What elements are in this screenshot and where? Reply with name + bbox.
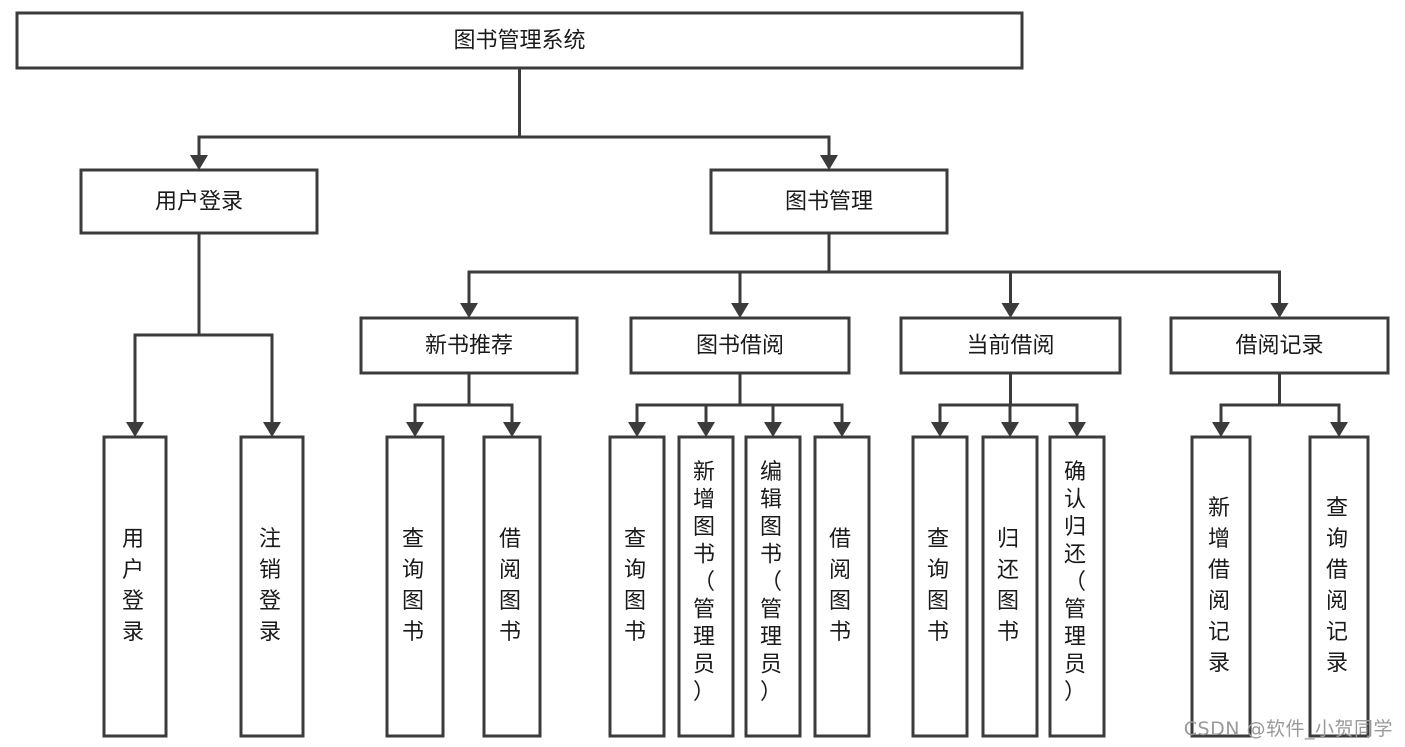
node-label-new-book-recommend: 新书推荐 bbox=[425, 334, 513, 359]
node-box-user-login-logout bbox=[239, 435, 305, 738]
user-login-to-user-login-logout-arrowhead bbox=[263, 422, 281, 437]
node-box-current-query-book bbox=[911, 435, 969, 738]
node-book-management[interactable]: 图书管理 bbox=[709, 168, 949, 235]
node-current-borrow[interactable]: 当前借阅 bbox=[899, 316, 1122, 375]
node-borrow-add-book[interactable]: 新增图书（管理员） bbox=[677, 435, 735, 738]
csdn-watermark: CSDN @软件_小贺同学 bbox=[1183, 718, 1393, 740]
node-new-book-recommend[interactable]: 新书推荐 bbox=[359, 316, 579, 375]
user-login-to-user-login-login-arrowhead bbox=[126, 422, 144, 437]
node-borrow-borrow-book[interactable]: 借阅图书 bbox=[813, 435, 871, 738]
node-label-records-query-record: 查询借阅记录 bbox=[1326, 496, 1352, 676]
node-label-recommend-query-book: 查询图书 bbox=[402, 527, 428, 645]
node-label-borrow-borrow-book: 借阅图书 bbox=[829, 527, 855, 645]
node-box-recommend-borrow-book bbox=[482, 435, 542, 738]
node-box-new-book-recommend bbox=[359, 316, 579, 375]
node-box-current-return-book bbox=[981, 435, 1039, 738]
node-root[interactable]: 图书管理系统 bbox=[15, 11, 1024, 70]
node-box-borrow-records bbox=[1169, 316, 1390, 375]
node-label-user-login: 用户登录 bbox=[155, 190, 243, 215]
node-records-add-record[interactable]: 新增借阅记录 bbox=[1190, 435, 1252, 738]
book-borrow-to-borrow-query-book-arrowhead bbox=[628, 422, 646, 437]
book-borrow-to-borrow-add-book-arrowhead bbox=[697, 422, 715, 437]
node-label-recommend-borrow-book: 借阅图书 bbox=[499, 527, 525, 645]
node-label-user-login-login: 用户登录 bbox=[122, 527, 148, 645]
node-label-borrow-add-book: 新增图书（管理员） bbox=[693, 460, 719, 705]
borrow-records-to-records-add-record-arrowhead bbox=[1212, 422, 1230, 437]
node-borrow-query-book[interactable]: 查询图书 bbox=[608, 435, 666, 738]
node-label-borrow-edit-book: 编辑图书（管理员） bbox=[760, 460, 786, 705]
current-borrow-to-current-return-book-arrowhead bbox=[1001, 422, 1019, 437]
node-box-book-borrow bbox=[629, 316, 851, 375]
book-borrow-to-borrow-edit-book-arrowhead bbox=[764, 422, 782, 437]
node-records-query-record[interactable]: 查询借阅记录 bbox=[1308, 435, 1370, 738]
node-box-recommend-query-book bbox=[385, 435, 445, 738]
node-label-current-borrow: 当前借阅 bbox=[966, 334, 1054, 359]
node-layer: 图书管理系统用户登录用户登录注销登录图书管理新书推荐查询图书借阅图书图书借阅查询… bbox=[15, 11, 1390, 738]
node-box-borrow-add-book bbox=[677, 435, 735, 738]
node-box-root bbox=[15, 11, 1024, 70]
node-label-borrow-records: 借阅记录 bbox=[1235, 334, 1323, 359]
node-label-book-management: 图书管理 bbox=[785, 190, 873, 215]
node-recommend-borrow-book[interactable]: 借阅图书 bbox=[482, 435, 542, 738]
node-box-records-query-record bbox=[1308, 435, 1370, 738]
node-box-user-login-login bbox=[102, 435, 168, 738]
node-current-query-book[interactable]: 查询图书 bbox=[911, 435, 969, 738]
root-to-user-login-arrowhead bbox=[190, 155, 208, 170]
borrow-records-to-records-query-record-arrowhead bbox=[1330, 422, 1348, 437]
node-label-user-login-logout: 注销登录 bbox=[259, 527, 285, 645]
new-book-recommend-to-recommend-borrow-book-arrowhead bbox=[503, 422, 521, 437]
node-label-current-confirm-return: 确认归还（管理员） bbox=[1064, 460, 1090, 705]
book-borrow-to-borrow-borrow-book-arrowhead bbox=[833, 422, 851, 437]
node-label-records-add-record: 新增借阅记录 bbox=[1208, 496, 1234, 676]
node-box-current-borrow bbox=[899, 316, 1122, 375]
node-book-borrow[interactable]: 图书借阅 bbox=[629, 316, 851, 375]
root-to-book-management-arrowhead bbox=[820, 155, 838, 170]
node-label-current-query-book: 查询图书 bbox=[927, 527, 953, 645]
node-box-user-login bbox=[79, 168, 319, 235]
current-borrow-to-current-query-book-arrowhead bbox=[931, 422, 949, 437]
connector-layer bbox=[126, 66, 1348, 437]
node-box-book-management bbox=[709, 168, 949, 235]
node-current-return-book[interactable]: 归还图书 bbox=[981, 435, 1039, 738]
current-borrow-to-current-confirm-return-arrowhead bbox=[1068, 422, 1086, 437]
book-management-to-book-borrow-arrowhead bbox=[731, 303, 749, 318]
node-borrow-records[interactable]: 借阅记录 bbox=[1169, 316, 1390, 375]
node-current-confirm-return[interactable]: 确认归还（管理员） bbox=[1048, 435, 1106, 738]
node-box-current-confirm-return bbox=[1048, 435, 1106, 738]
node-label-book-borrow: 图书借阅 bbox=[696, 334, 784, 359]
node-user-login-login[interactable]: 用户登录 bbox=[102, 435, 168, 738]
node-box-borrow-query-book bbox=[608, 435, 666, 738]
book-management-to-current-borrow-arrowhead bbox=[1001, 303, 1020, 318]
node-label-root: 图书管理系统 bbox=[453, 29, 585, 54]
node-recommend-query-book[interactable]: 查询图书 bbox=[385, 435, 445, 738]
book-management-to-new-book-recommend-arrowhead bbox=[460, 303, 478, 318]
node-box-records-add-record bbox=[1190, 435, 1252, 738]
book-management-to-borrow-records-arrowhead bbox=[1270, 303, 1289, 318]
node-box-borrow-edit-book bbox=[744, 435, 802, 738]
node-label-borrow-query-book: 查询图书 bbox=[624, 527, 650, 645]
new-book-recommend-to-recommend-query-book-arrowhead bbox=[406, 422, 424, 437]
node-user-login[interactable]: 用户登录 bbox=[79, 168, 319, 235]
node-box-borrow-borrow-book bbox=[813, 435, 871, 738]
node-borrow-edit-book[interactable]: 编辑图书（管理员） bbox=[744, 435, 802, 738]
node-label-current-return-book: 归还图书 bbox=[997, 527, 1023, 645]
node-user-login-logout[interactable]: 注销登录 bbox=[239, 435, 305, 738]
